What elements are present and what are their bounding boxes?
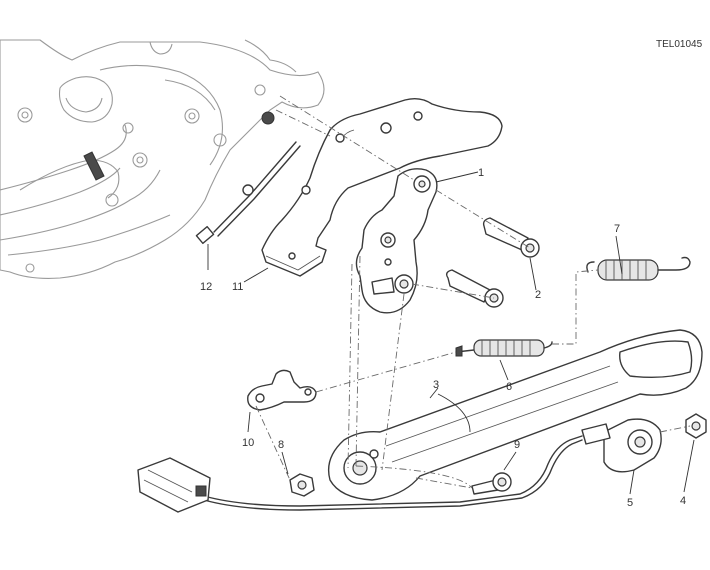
part-7-spring [586, 256, 691, 281]
callout-2: 2 [535, 289, 541, 301]
drawing-code: TEL01045 [656, 39, 703, 50]
callout-5: 5 [627, 497, 633, 509]
callout-7: 7 [614, 223, 620, 235]
part-2-bolt-upper [482, 217, 540, 258]
part-5-stand-switch [137, 418, 662, 513]
part-12-cable-tie [195, 141, 301, 245]
callout-4: 4 [680, 495, 686, 507]
part-8-nut [289, 473, 315, 497]
callout-11: 11 [232, 281, 243, 293]
part-3-side-stand [327, 329, 703, 501]
callout-6: 6 [506, 381, 512, 393]
engine-case-background [0, 39, 325, 279]
part-10-hanger [247, 369, 317, 411]
part-9-screw [471, 472, 512, 495]
callout-12: 12 [200, 281, 212, 293]
callout-10: 10 [242, 437, 254, 449]
assembly-lines [255, 95, 691, 489]
leader-lines [207, 171, 695, 495]
callout-labels: 1 2 3 4 5 6 7 8 9 10 11 12 [200, 167, 686, 509]
part-6-spring [455, 339, 553, 357]
part-4-nut [685, 413, 707, 439]
part-11-bracket [261, 97, 503, 277]
callout-1: 1 [478, 167, 484, 179]
callout-9: 9 [514, 439, 520, 451]
part-2-bolt-lower [445, 269, 504, 308]
callout-3: 3 [433, 379, 439, 391]
part-1-stand-mount [355, 168, 438, 314]
callout-8: 8 [278, 439, 284, 451]
